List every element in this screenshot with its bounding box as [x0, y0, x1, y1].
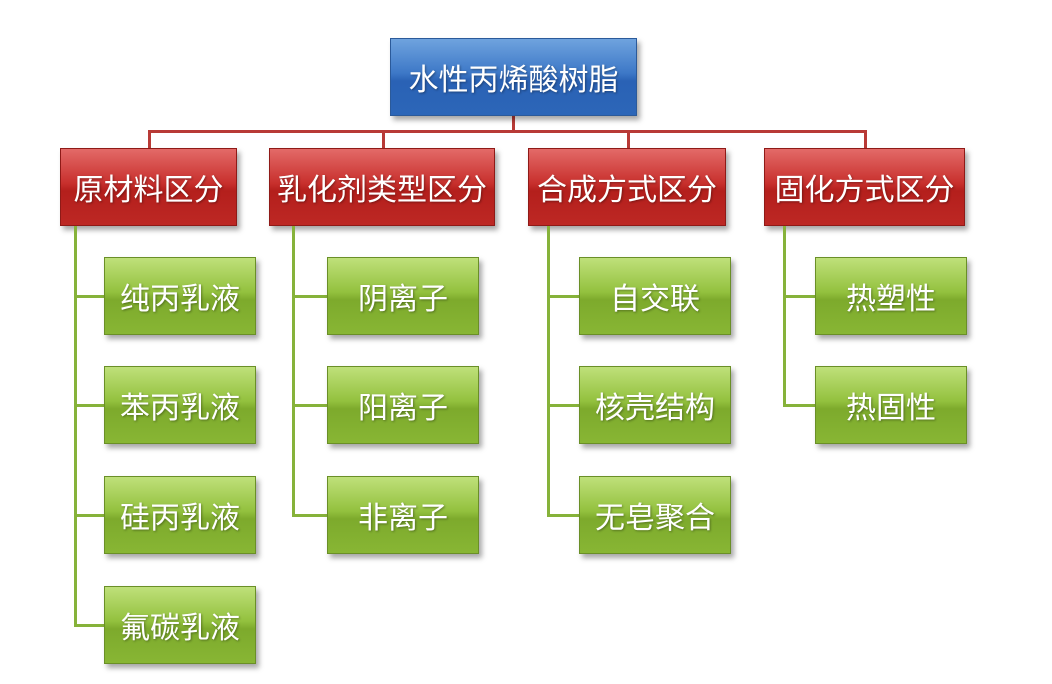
item-label-2-0: 自交联: [610, 282, 700, 317]
category-0-spine-connector: [74, 226, 77, 626]
item-node-0-3: 氟碳乳液: [104, 586, 256, 664]
category-node-0: 原材料区分: [60, 148, 237, 226]
item-connector-2-0: [547, 295, 579, 298]
item-node-0-2: 硅丙乳液: [104, 476, 256, 554]
category-drop-connector-1: [382, 130, 385, 150]
item-connector-1-2: [292, 514, 327, 517]
item-connector-0-0: [74, 295, 104, 298]
category-label-2: 合成方式区分: [537, 173, 717, 208]
item-label-1-2: 非离子: [358, 501, 448, 536]
item-node-3-1: 热固性: [815, 366, 967, 444]
category-label-0: 原材料区分: [73, 173, 224, 208]
item-node-0-1: 苯丙乳液: [104, 366, 256, 444]
category-node-1: 乳化剂类型区分: [269, 148, 495, 226]
item-label-0-2: 硅丙乳液: [120, 501, 240, 536]
item-label-2-1: 核壳结构: [595, 391, 715, 426]
category-3-spine-connector: [783, 226, 786, 407]
item-label-1-0: 阴离子: [358, 282, 448, 317]
item-node-1-1: 阳离子: [327, 366, 479, 444]
item-connector-1-1: [292, 404, 327, 407]
root-node-label: 水性丙烯酸树脂: [408, 63, 619, 98]
root-node: 水性丙烯酸树脂: [390, 38, 637, 116]
item-label-3-0: 热塑性: [846, 282, 936, 317]
category-1-spine-connector: [292, 226, 295, 517]
item-label-3-1: 热固性: [846, 391, 936, 426]
category-2-spine-connector: [547, 226, 550, 517]
category-node-3: 固化方式区分: [764, 148, 965, 226]
item-node-0-0: 纯丙乳液: [104, 257, 256, 335]
item-connector-0-2: [74, 514, 104, 517]
category-bus-connector: [148, 130, 867, 133]
item-node-2-0: 自交联: [579, 257, 731, 335]
category-drop-connector-3: [864, 130, 867, 150]
item-label-0-3: 氟碳乳液: [120, 611, 240, 646]
item-label-1-1: 阳离子: [358, 391, 448, 426]
item-connector-2-2: [547, 514, 579, 517]
category-drop-connector-0: [148, 130, 151, 150]
item-node-3-0: 热塑性: [815, 257, 967, 335]
item-label-2-2: 无皂聚合: [595, 501, 715, 536]
item-label-0-1: 苯丙乳液: [120, 391, 240, 426]
category-node-2: 合成方式区分: [528, 148, 726, 226]
item-label-0-0: 纯丙乳液: [120, 282, 240, 317]
root-stem-connector: [512, 116, 515, 132]
item-connector-3-0: [783, 295, 815, 298]
category-label-3: 固化方式区分: [774, 173, 955, 208]
item-connector-2-1: [547, 404, 579, 407]
item-connector-0-1: [74, 404, 104, 407]
item-connector-3-1: [783, 404, 815, 407]
category-label-1: 乳化剂类型区分: [277, 173, 487, 208]
item-node-1-0: 阴离子: [327, 257, 479, 335]
item-connector-0-3: [74, 624, 104, 627]
category-drop-connector-2: [627, 130, 630, 150]
item-node-2-2: 无皂聚合: [579, 476, 731, 554]
item-connector-1-0: [292, 295, 327, 298]
item-node-1-2: 非离子: [327, 476, 479, 554]
item-node-2-1: 核壳结构: [579, 366, 731, 444]
